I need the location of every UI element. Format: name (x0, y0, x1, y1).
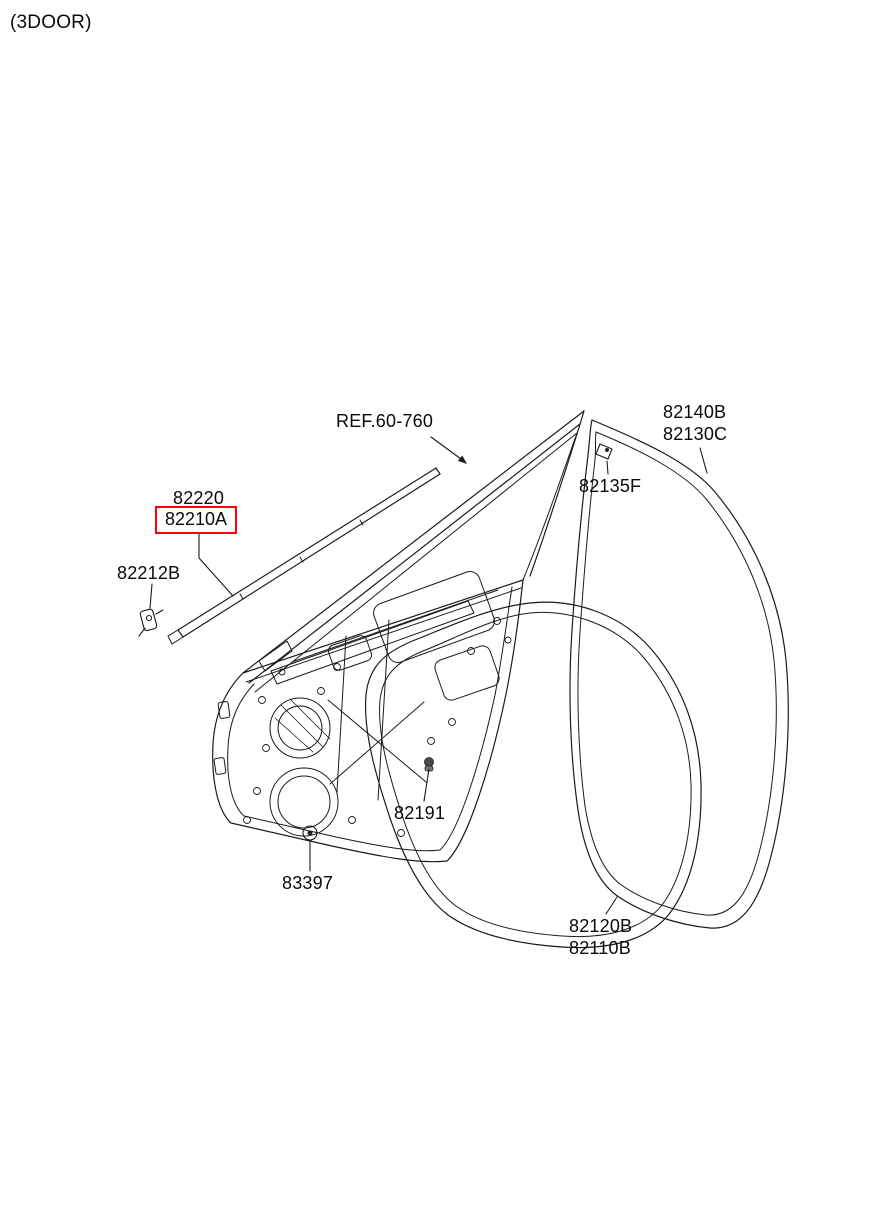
ref-label[interactable]: REF.60-760 (336, 411, 434, 431)
door-panel-drawing (212, 410, 585, 863)
part-label-82110B[interactable]: 82110B (569, 938, 631, 958)
part-label-82212B[interactable]: 82212B (117, 563, 181, 583)
outer-weatherstrip-drawing (569, 419, 789, 929)
grommet-83397-drawing (302, 825, 318, 841)
part-label-83397[interactable]: 83397 (282, 873, 334, 893)
bracket-82212B-drawing (138, 608, 164, 637)
inner-weatherstrip-drawing (364, 601, 702, 949)
part-label-group-82140B-82130C: 82140B 82130C (663, 401, 727, 445)
ref-arrowhead (457, 455, 467, 464)
leader-lines (149, 436, 708, 915)
belt-molding-drawing (167, 467, 441, 645)
part-label-82220[interactable]: 82220 (173, 488, 225, 508)
variant-label: (3DOOR) (10, 12, 92, 33)
part-label-82135F[interactable]: 82135F (579, 476, 642, 496)
part-label-group-82120B-82110B: 82120B 82110B (569, 915, 632, 959)
clip-82135F-drawing (595, 443, 613, 460)
part-label-82191[interactable]: 82191 (394, 803, 446, 823)
part-label-82120B[interactable]: 82120B (569, 916, 633, 936)
highlighted-part-box-82210A[interactable]: 82210A (155, 506, 238, 534)
part-label-82130C[interactable]: 82130C (663, 424, 728, 444)
part-label-82140B[interactable]: 82140B (663, 402, 727, 422)
